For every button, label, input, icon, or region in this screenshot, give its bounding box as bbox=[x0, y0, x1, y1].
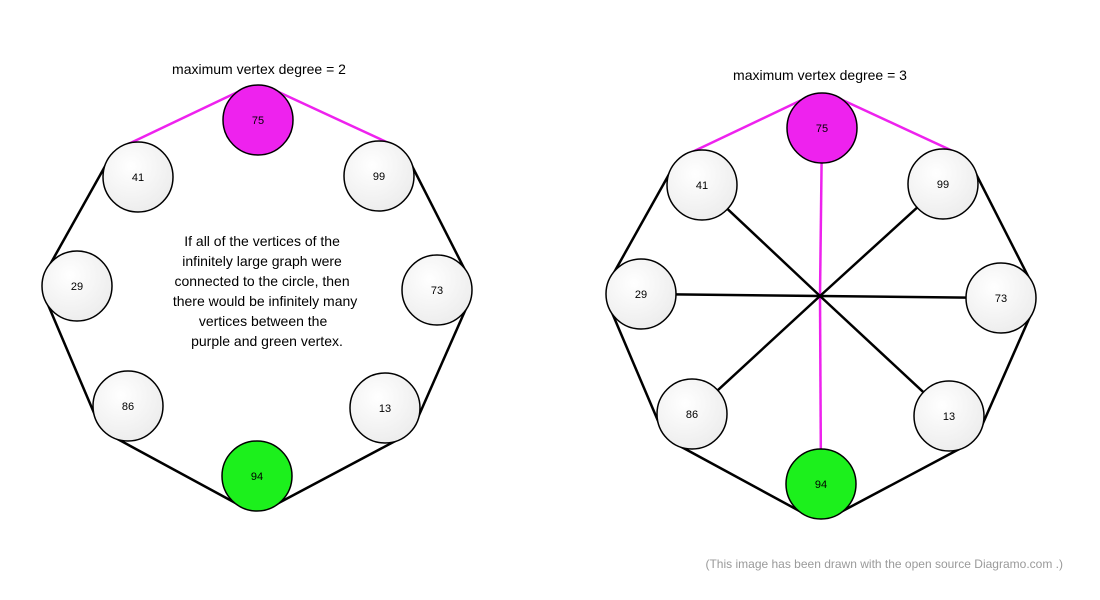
right-edge-41-75 bbox=[686, 96, 808, 156]
left-node-75-label: 75 bbox=[252, 115, 264, 127]
left-node-99-label: 99 bbox=[373, 171, 385, 183]
right-node-94-label: 94 bbox=[815, 479, 827, 491]
left-node-86-label: 86 bbox=[122, 401, 134, 413]
right-edge-29-41 bbox=[610, 167, 674, 279]
left-graph-edges bbox=[44, 88, 470, 508]
left-node-13-circle bbox=[349, 372, 421, 444]
right-edge-86-29 bbox=[608, 306, 662, 428]
left-node-94-label: 94 bbox=[251, 471, 263, 483]
right-node-73: 73 bbox=[965, 262, 1037, 334]
right-node-86: 86 bbox=[656, 378, 728, 450]
left-edge-94-86 bbox=[111, 434, 242, 507]
left-edge-73-13 bbox=[414, 303, 470, 423]
right-node-29-circle bbox=[605, 258, 677, 330]
right-node-13: 13 bbox=[913, 380, 985, 452]
left-node-99-circle bbox=[343, 140, 415, 212]
left-edge-99-73 bbox=[408, 160, 469, 276]
right-edge-13-94 bbox=[836, 444, 966, 516]
left-node-29-label: 29 bbox=[71, 281, 83, 293]
note-line-5: vertices between the bbox=[199, 313, 328, 329]
right-node-29: 29 bbox=[605, 258, 677, 330]
note-line-6: purple and green vertex. bbox=[191, 333, 343, 349]
left-node-41-circle bbox=[102, 141, 174, 213]
right-edge-99-73 bbox=[972, 168, 1033, 284]
right-graph: maximum vertex degree = 3 75 99 73 13 94 86 29… bbox=[605, 67, 1037, 520]
left-node-29: 29 bbox=[41, 250, 113, 322]
right-node-41: 41 bbox=[666, 149, 738, 221]
left-graph: maximum vertex degree = 2 75 99 73 13 94 86 29… bbox=[41, 61, 473, 512]
right-edge-73-13 bbox=[978, 311, 1034, 431]
right-node-99-label: 99 bbox=[937, 179, 949, 191]
right-node-94: 94 bbox=[785, 448, 857, 520]
left-node-13-label: 13 bbox=[379, 403, 391, 415]
right-edge-94-86 bbox=[675, 442, 806, 515]
right-node-86-circle bbox=[656, 378, 728, 450]
right-node-13-circle bbox=[913, 380, 985, 452]
right-edge-75-99 bbox=[835, 96, 958, 155]
right-node-75-circle bbox=[786, 92, 858, 164]
left-node-41: 41 bbox=[102, 141, 174, 213]
left-edge-41-75 bbox=[122, 88, 244, 148]
left-node-73-circle bbox=[401, 254, 473, 326]
right-node-41-circle bbox=[666, 149, 738, 221]
note-line-1: If all of the vertices of the bbox=[184, 233, 340, 249]
right-node-73-label: 73 bbox=[995, 293, 1007, 305]
right-node-13-label: 13 bbox=[943, 411, 955, 423]
left-node-94: 94 bbox=[221, 440, 293, 512]
note-line-2: infinitely large graph were bbox=[182, 253, 342, 269]
right-graph-title: maximum vertex degree = 3 bbox=[733, 67, 907, 83]
left-graph-nodes: 75 99 73 13 94 86 29 41 bbox=[41, 84, 473, 512]
left-edge-13-94 bbox=[272, 436, 402, 508]
left-node-73: 73 bbox=[401, 254, 473, 326]
left-edge-86-29 bbox=[44, 298, 98, 420]
right-node-73-circle bbox=[965, 262, 1037, 334]
right-node-86-label: 86 bbox=[686, 409, 698, 421]
left-node-86-circle bbox=[92, 370, 164, 442]
left-graph-title: maximum vertex degree = 2 bbox=[172, 61, 346, 77]
left-edge-75-99 bbox=[271, 88, 394, 147]
left-node-86: 86 bbox=[92, 370, 164, 442]
note-line-3: connected to the circle, then bbox=[175, 273, 350, 289]
left-edge-29-41 bbox=[46, 159, 110, 271]
left-node-13: 13 bbox=[349, 372, 421, 444]
right-node-75: 75 bbox=[786, 92, 858, 164]
left-node-75-circle bbox=[222, 84, 294, 156]
left-node-73-label: 73 bbox=[431, 285, 443, 297]
left-node-94-circle bbox=[221, 440, 293, 512]
right-node-41-label: 41 bbox=[696, 180, 708, 192]
left-node-75: 75 bbox=[222, 84, 294, 156]
right-node-29-label: 29 bbox=[635, 289, 647, 301]
left-node-41-label: 41 bbox=[132, 172, 144, 184]
right-node-99: 99 bbox=[907, 148, 979, 220]
diagramo-credit: (This image has been drawn with the open… bbox=[705, 557, 1063, 571]
right-node-99-circle bbox=[907, 148, 979, 220]
note-line-4: there would be infinitely many bbox=[173, 293, 357, 309]
right-node-75-label: 75 bbox=[816, 123, 828, 135]
left-node-29-circle bbox=[41, 250, 113, 322]
right-graph-nodes: 75 99 73 13 94 86 29 41 bbox=[605, 92, 1037, 520]
left-graph-note: If all of the vertices of the infinitely… bbox=[173, 233, 361, 349]
left-node-99: 99 bbox=[343, 140, 415, 212]
right-node-94-circle bbox=[785, 448, 857, 520]
